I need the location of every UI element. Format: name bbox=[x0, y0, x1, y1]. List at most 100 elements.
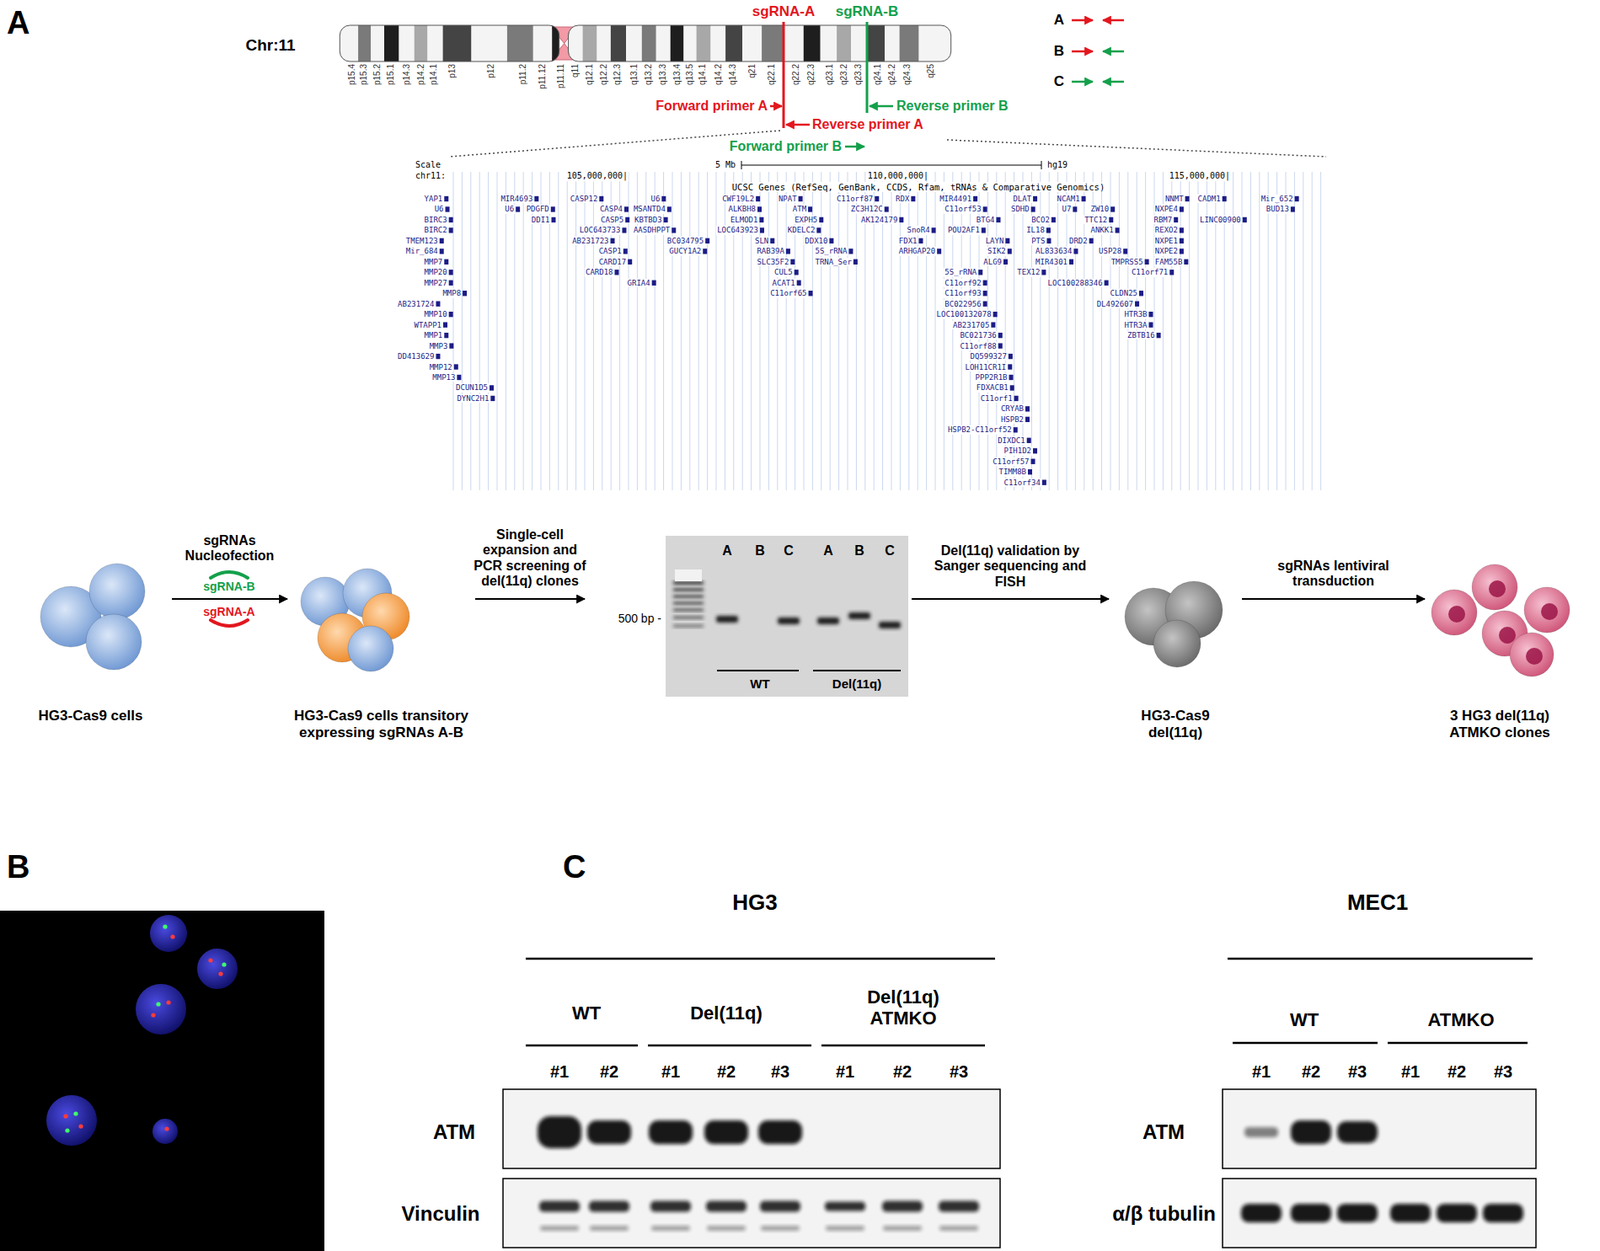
gene-glyph bbox=[621, 227, 627, 233]
gene-label: U6 bbox=[503, 204, 515, 214]
gene-glyph bbox=[551, 217, 556, 223]
cell-drawing bbox=[12, 556, 169, 708]
group-bracket bbox=[1232, 1042, 1378, 1045]
chromosome-band bbox=[399, 25, 415, 62]
gene-glyph bbox=[798, 196, 803, 202]
chromosome-band bbox=[443, 25, 472, 62]
lane-label: C bbox=[783, 543, 794, 559]
grid-line bbox=[479, 171, 481, 491]
gene-glyph bbox=[981, 227, 986, 233]
gene-label: HTR3A bbox=[1123, 320, 1148, 329]
band-label: q24.1 bbox=[872, 64, 883, 86]
fish-signal bbox=[155, 1001, 161, 1007]
gene-label: PIH1D2 bbox=[1003, 446, 1033, 455]
gene-glyph bbox=[515, 206, 520, 212]
pcr-band bbox=[716, 615, 739, 623]
cell bbox=[1471, 564, 1518, 611]
blot-band bbox=[1436, 1204, 1477, 1223]
grid-line bbox=[724, 171, 726, 491]
ladder-band bbox=[673, 608, 704, 612]
gene-glyph bbox=[610, 238, 616, 244]
gene-glyph bbox=[1073, 248, 1078, 254]
band-label: p15.2 bbox=[372, 64, 383, 86]
blot-band bbox=[537, 1116, 582, 1149]
primer-arrow bbox=[1071, 80, 1093, 84]
group-bracket bbox=[821, 1044, 985, 1048]
group-bracket bbox=[1387, 1042, 1528, 1045]
gene-glyph bbox=[874, 196, 879, 202]
gene-glyph bbox=[884, 206, 889, 212]
cell-nucleus bbox=[1498, 626, 1516, 644]
fish-signal bbox=[63, 1113, 68, 1119]
grid-line bbox=[689, 171, 691, 491]
gene-glyph bbox=[449, 311, 454, 317]
gene-label: C11orf65 bbox=[769, 288, 808, 298]
gene-label: LOC100132078 bbox=[936, 310, 993, 319]
chromosome-band bbox=[884, 25, 900, 62]
gene-label: FDXACB1 bbox=[975, 383, 1010, 392]
gene-label: U7 bbox=[1061, 204, 1073, 214]
gene-glyph bbox=[983, 301, 988, 307]
gene-glyph bbox=[1025, 417, 1030, 423]
grid-line bbox=[584, 171, 586, 491]
gene-glyph bbox=[456, 374, 461, 380]
gene-label: FAM55B bbox=[1154, 257, 1184, 267]
gene-label: BC022956 bbox=[943, 299, 982, 309]
cell-group: HG3-Cas9 del(11q) bbox=[1112, 556, 1239, 743]
gene-label: SDHD bbox=[1010, 204, 1031, 214]
band-label: q13.2 bbox=[644, 64, 655, 86]
process-arrow bbox=[1241, 598, 1425, 600]
band-label: q22.2 bbox=[791, 64, 802, 86]
gene-glyph bbox=[1183, 259, 1188, 265]
chromosome-band bbox=[899, 25, 920, 62]
gene-label: SLC35F2 bbox=[755, 257, 790, 267]
gene-label: TEX12 bbox=[1016, 267, 1041, 277]
step-label: Del(11q) validation by Sanger sequencing… bbox=[930, 543, 1091, 590]
gene-glyph bbox=[449, 227, 454, 233]
band-label: q13.5 bbox=[684, 64, 696, 86]
gene-label: ANKK1 bbox=[1090, 225, 1115, 235]
gene-glyph bbox=[1003, 259, 1008, 265]
band-label: q23.3 bbox=[853, 64, 864, 86]
lane-label: Del(11q) bbox=[832, 676, 882, 691]
blot-band bbox=[540, 1225, 579, 1231]
protein-label: ATM bbox=[433, 1120, 476, 1145]
cell-group: 3 HG3 del(11q) ATMKO clones bbox=[1428, 556, 1572, 743]
chromosome-band bbox=[725, 25, 743, 62]
gene-label: C11orf87 bbox=[835, 194, 874, 204]
process-arrow bbox=[171, 598, 288, 600]
grid-line bbox=[908, 171, 910, 491]
gene-label: TMPRSS5 bbox=[1110, 257, 1145, 267]
blot-band bbox=[1482, 1204, 1524, 1223]
lane-label: A bbox=[823, 543, 834, 559]
gene-label: C11orf93 bbox=[943, 288, 982, 298]
clone-number: #1 bbox=[835, 1062, 855, 1082]
grid-line bbox=[1180, 171, 1182, 491]
gene-glyph bbox=[759, 217, 764, 223]
gene-glyph bbox=[449, 269, 454, 275]
cell bbox=[1524, 587, 1570, 633]
gene-label: AL833634 bbox=[1034, 246, 1073, 256]
gene-glyph bbox=[1145, 259, 1150, 265]
cell-line-header: HG3 bbox=[732, 890, 777, 916]
gene-glyph bbox=[1108, 217, 1114, 223]
gene-label: CASP12 bbox=[569, 194, 600, 204]
gene-glyph bbox=[1169, 269, 1174, 275]
grid-line bbox=[1258, 171, 1260, 491]
chromosome-band bbox=[761, 25, 784, 62]
clone-number: #1 bbox=[550, 1062, 569, 1082]
gene-glyph bbox=[624, 206, 629, 212]
gene-label: PTS bbox=[1030, 236, 1046, 246]
grid-line bbox=[1320, 171, 1322, 491]
gene-label: FDX1 bbox=[898, 236, 919, 246]
chromosome-band bbox=[568, 25, 584, 62]
chromosome-band bbox=[850, 25, 868, 62]
clone-number: #3 bbox=[1348, 1062, 1367, 1082]
gene-label: CRYAB bbox=[1000, 404, 1025, 413]
gene-glyph bbox=[445, 206, 450, 212]
gene-label: KDELC2 bbox=[786, 225, 817, 235]
gene-label: CLDN25 bbox=[1109, 288, 1140, 298]
gene-label: MMP20 bbox=[423, 267, 449, 277]
chromosome-band bbox=[783, 25, 804, 62]
gene-glyph bbox=[1072, 206, 1077, 212]
